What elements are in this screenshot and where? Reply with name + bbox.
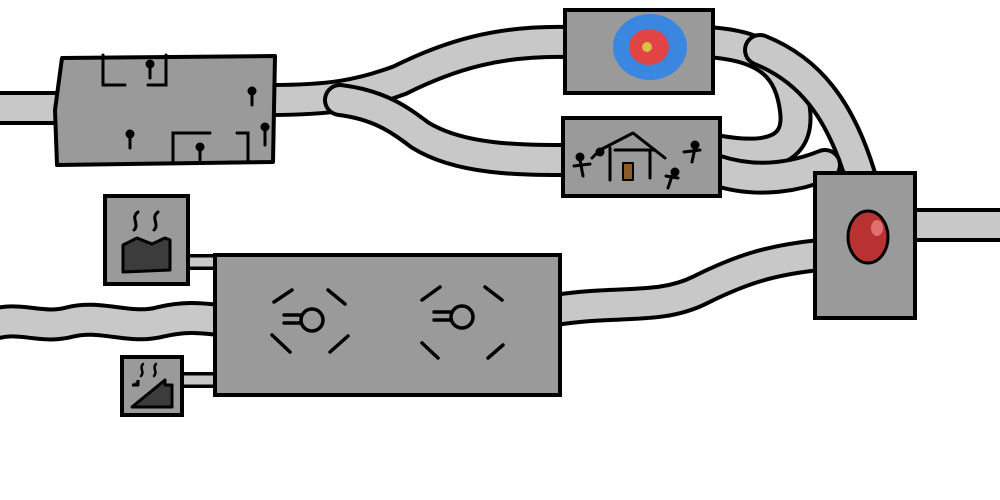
steaming-pot-icon: [121, 210, 172, 274]
steaming-pot-icon: [130, 362, 174, 409]
path-left-wavy: [0, 301, 237, 342]
path-factory-to-gem: [538, 238, 837, 327]
factory-node[interactable]: [213, 253, 562, 397]
target-node[interactable]: [563, 8, 715, 95]
gem-node[interactable]: [813, 171, 917, 320]
path-building-to-split: [253, 24, 587, 117]
village-node[interactable]: [561, 116, 722, 198]
red-gem-icon: [846, 209, 890, 265]
village-house-icon: [572, 131, 702, 190]
target-icon: [613, 14, 687, 80]
path-split-to-village: [323, 83, 587, 177]
machine-left-icon: [270, 288, 350, 354]
machine-right-icon: [420, 285, 505, 360]
path-target-to-gem: [743, 33, 877, 192]
cooking-pot-top-node[interactable]: [103, 194, 190, 286]
start-building-node[interactable]: [53, 53, 277, 167]
room-layout-icon: [101, 53, 270, 164]
cooking-pot-bottom-node[interactable]: [120, 355, 184, 417]
paths: [0, 24, 1000, 388]
path-village-to-gem: [698, 148, 842, 195]
cog-machines-icon: [270, 285, 505, 360]
